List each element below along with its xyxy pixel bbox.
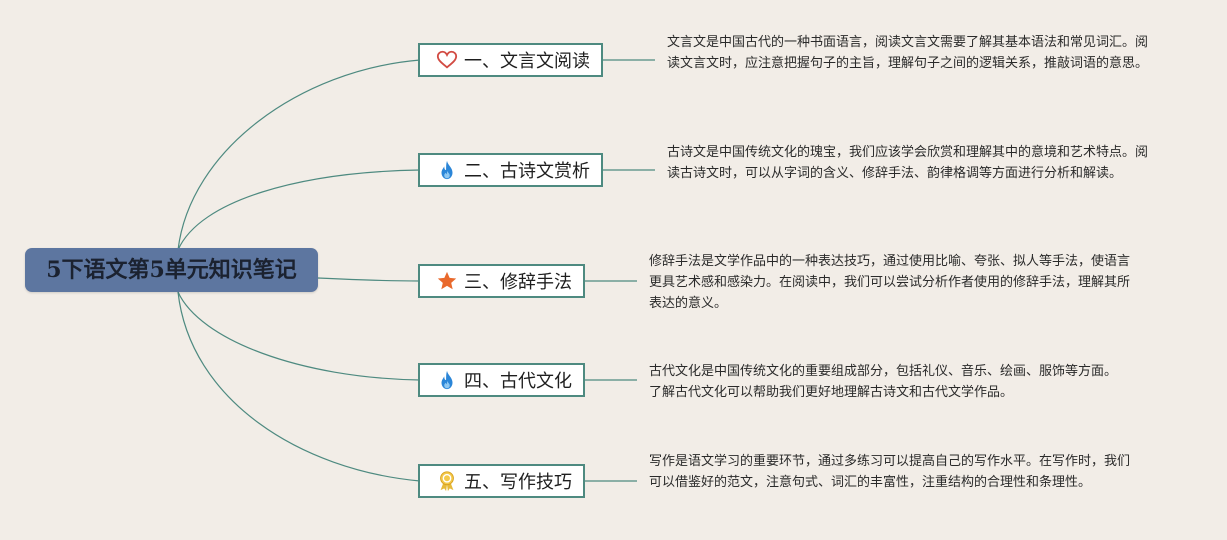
root-topic[interactable]: 5下语文第5单元知识笔记 [25,248,318,292]
award-icon [436,470,458,492]
root-link-5 [177,291,421,482]
flame-icon [436,159,458,181]
root-link-4 [177,291,421,381]
branch-writing-skills[interactable]: 五、写作技巧 [418,464,585,498]
note-classical-reading: 文言文是中国古代的一种书面语言，阅读文言文需要了解其基本语法和常见词汇。阅读文言… [667,35,1149,71]
branch-label: 二、古诗文赏析 [464,161,590,182]
root-link-2 [177,169,421,251]
note-ancient-culture: 古代文化是中国传统文化的重要组成部分，包括礼仪、音乐、绘画、服饰等方面。了解古代… [649,364,1118,400]
heart-icon [436,49,458,71]
root-link-1 [177,59,421,251]
branch-label: 一、文言文阅读 [464,51,590,72]
root-link-3 [317,277,421,282]
branch-label: 三、修辞手法 [464,272,572,293]
note-writing-skills: 写作是语文学习的重要环节，通过多练习可以提高自己的写作水平。在写作时，我们可以借… [649,454,1131,490]
branch-label: 四、古代文化 [464,371,572,392]
branch-classical-reading[interactable]: 一、文言文阅读 [418,43,603,77]
note-rhetoric: 修辞手法是文学作品中的一种表达技巧，通过使用比喻、夸张、拟人等手法，使语言更具艺… [649,254,1131,311]
note-poetry-appreciation: 古诗文是中国传统文化的瑰宝，我们应该学会欣赏和理解其中的意境和艺术特点。阅读古诗… [667,145,1149,181]
star-icon [436,270,458,292]
branch-poetry-appreciation[interactable]: 二、古诗文赏析 [418,153,603,187]
flame-icon [436,369,458,391]
branch-ancient-culture[interactable]: 四、古代文化 [418,363,585,397]
branch-label: 五、写作技巧 [464,472,572,493]
branch-rhetoric[interactable]: 三、修辞手法 [418,264,585,298]
